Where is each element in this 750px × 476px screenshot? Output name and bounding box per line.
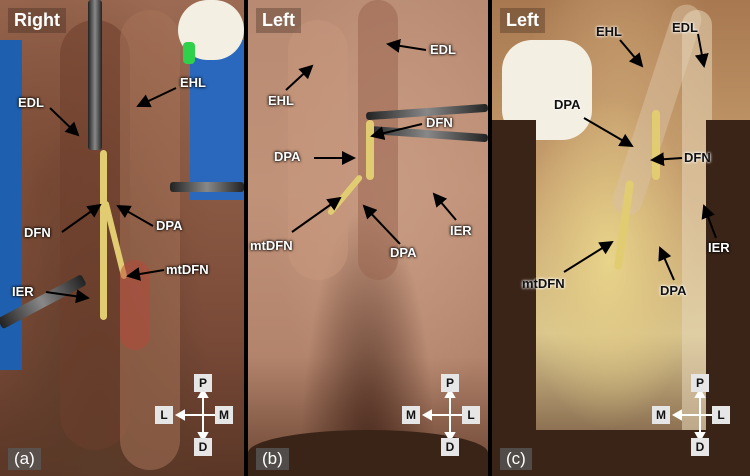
compass-top: P	[194, 374, 212, 392]
label-mtdfn: mtDFN	[250, 238, 293, 253]
panel-id-label: (a)	[8, 448, 41, 470]
compass-left: M	[402, 406, 420, 424]
muscle-tissue	[288, 20, 348, 280]
label-ier: IER	[450, 223, 472, 238]
label-dfn: DFN	[426, 115, 453, 130]
label-edl: EDL	[18, 95, 44, 110]
panel-a: Right EHL EDL DFN DPA mtDFN IER P L M D …	[0, 0, 244, 476]
annotation-arrows	[45, 87, 177, 304]
side-label: Left	[256, 8, 301, 33]
label-ier: IER	[12, 284, 34, 299]
orientation-compass: P M L D	[402, 372, 488, 458]
compass-left: M	[652, 406, 670, 424]
label-edl: EDL	[672, 20, 698, 35]
label-dfn: DFN	[24, 225, 51, 240]
panel-c: Left EHL EDL DPA DFN IER mtDFN DPA P M L…	[492, 0, 750, 476]
orientation-compass: P L M D	[155, 372, 244, 458]
skin-edge	[492, 120, 536, 476]
compass-top: P	[691, 374, 709, 392]
label-ehl: EHL	[180, 75, 206, 90]
green-marker	[183, 42, 195, 64]
forceps	[88, 0, 102, 150]
compass-left: L	[155, 406, 173, 424]
surgical-drape	[190, 40, 244, 200]
annotation-arrows	[285, 38, 457, 245]
nerve-strand	[366, 120, 374, 180]
retractor	[170, 182, 244, 192]
label-dpa-lower: DPA	[660, 283, 687, 298]
compass-bottom: D	[441, 438, 459, 456]
panel-id-label: (b)	[256, 448, 289, 470]
compass-bottom: D	[691, 438, 709, 456]
side-label: Left	[500, 8, 545, 33]
label-ehl: EHL	[596, 24, 622, 39]
nerve-strand	[652, 110, 660, 180]
panel-b: Left EDL EHL DFN DPA IER mtDFN DPA P M L…	[248, 0, 488, 476]
muscle-tissue	[120, 10, 180, 470]
label-ehl: EHL	[268, 93, 294, 108]
compass-right: L	[462, 406, 480, 424]
panel-id-label: (c)	[500, 448, 532, 470]
label-dpa: DPA	[274, 149, 301, 164]
label-mtdfn: mtDFN	[522, 276, 565, 291]
label-dpa: DPA	[156, 218, 183, 233]
label-dfn: DFN	[684, 150, 711, 165]
compass-top: P	[441, 374, 459, 392]
surgical-drape	[0, 40, 22, 370]
label-dpa: DPA	[554, 97, 581, 112]
label-ier: IER	[708, 240, 730, 255]
compass-right: L	[712, 406, 730, 424]
label-edl: EDL	[430, 42, 456, 57]
annotation-arrows	[563, 33, 717, 281]
orientation-compass: P M L D	[652, 372, 748, 458]
compass-bottom: D	[194, 438, 212, 456]
label-mtdfn: mtDFN	[166, 262, 209, 277]
label-dpa-lower: DPA	[390, 245, 417, 260]
compass-right: M	[215, 406, 233, 424]
nerve-strand	[100, 150, 107, 320]
side-label: Right	[8, 8, 66, 33]
